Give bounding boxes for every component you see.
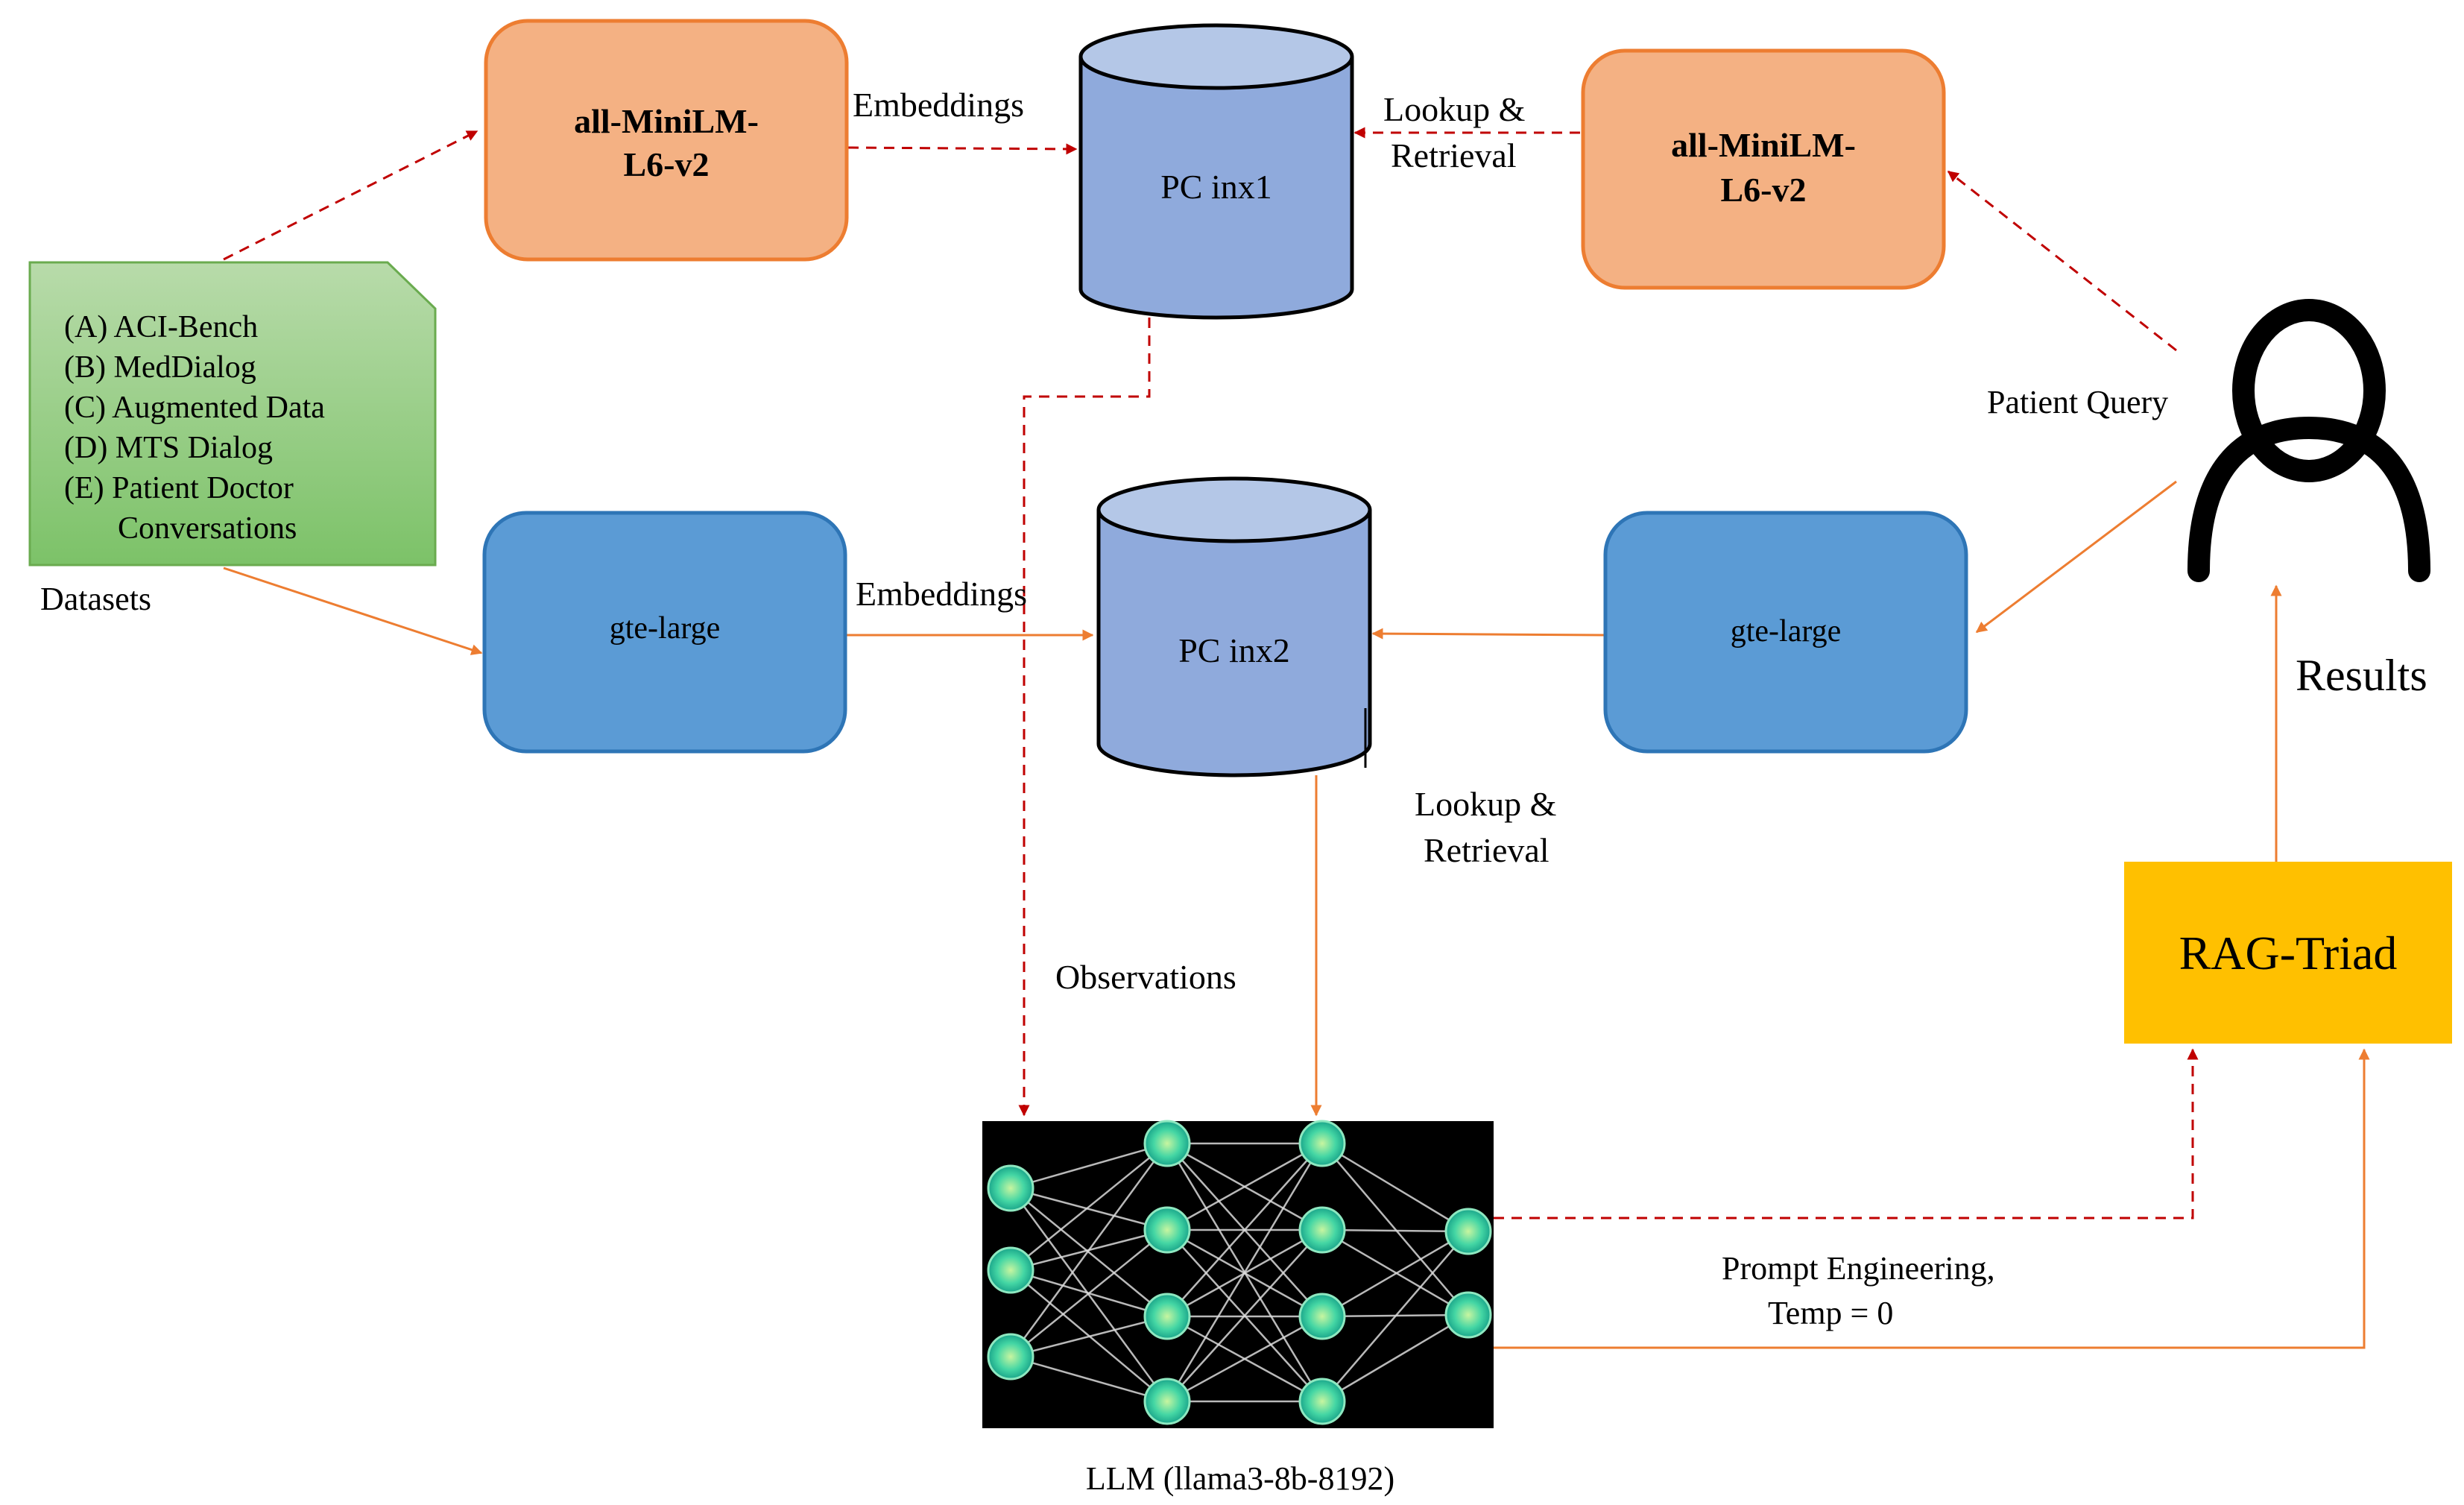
- pc-inx1-label: PC inx1: [1160, 168, 1272, 206]
- dataset-item-d: (D) MTS Dialog: [64, 431, 273, 465]
- nn-connection: [1010, 1143, 1168, 1271]
- nn-node: [987, 1164, 1034, 1212]
- nn-connection: [1321, 1143, 1469, 1316]
- dataset-item-c: (C) Augmented Data: [64, 391, 325, 425]
- arrow-gte-right-to-pc2: [1371, 628, 1605, 640]
- nn-connection: [1166, 1229, 1323, 1402]
- arrow-datasets-to-gte: [223, 567, 483, 655]
- nn-node: [1298, 1206, 1346, 1254]
- arrow-llm-to-rag: [1494, 1048, 2199, 1220]
- nn-connection: [1321, 1142, 1469, 1233]
- dataset-item-e: (E) Patient Doctor: [64, 471, 294, 505]
- datasets-caption: Datasets: [40, 581, 151, 617]
- nn-connection: [1009, 1187, 1169, 1402]
- results-label: Results: [2296, 651, 2427, 700]
- embeddings-label-top: Embeddings: [853, 86, 1024, 124]
- lookup-label-bottom-1: Lookup &: [1415, 785, 1556, 823]
- nn-node: [1298, 1120, 1346, 1167]
- nn-node: [1298, 1378, 1346, 1425]
- rag-triad-label: RAG-Triad: [2179, 927, 2398, 979]
- patient-person-icon: [2187, 299, 2430, 582]
- arrow-datasets-to-minilm: [223, 130, 478, 261]
- nn-connection: [1166, 1143, 1324, 1402]
- nn-connection: [1321, 1230, 1469, 1318]
- gte-right-label: gte-large: [1731, 614, 1841, 649]
- observations-label: Observations: [1055, 958, 1236, 996]
- nn-node: [1298, 1293, 1346, 1340]
- nn-node: [987, 1246, 1034, 1294]
- nn-connection: [1321, 1231, 1469, 1402]
- patient-query-label: Patient Query: [1987, 384, 2168, 420]
- nn-connection: [1166, 1315, 1323, 1403]
- minilm-right-line1: all-MiniLM-: [1671, 126, 1856, 164]
- arrow-llm-to-rag-orange: [1494, 1048, 2370, 1349]
- gte-left-label: gte-large: [610, 611, 720, 646]
- rag-triad-box: RAG-Triad: [2124, 862, 2452, 1044]
- temp-label: Temp = 0: [1768, 1295, 1893, 1331]
- minilm-left-line1: all-MiniLM-: [574, 102, 759, 140]
- arrow-patient-to-gte-right: [1975, 480, 2177, 634]
- arrow-patient-to-minilm-right: [1947, 170, 2177, 352]
- prompt-engineering-label: Prompt Engineering,: [1722, 1250, 1995, 1287]
- dataset-item-e-cont: Conversations: [118, 511, 297, 546]
- nn-connection: [1009, 1143, 1169, 1357]
- minilm-left-line2: L6-v2: [624, 145, 710, 183]
- nn-connection: [1010, 1315, 1168, 1358]
- embeddings-label-bottom: Embeddings: [856, 575, 1027, 613]
- gte-box-left: gte-large: [482, 511, 847, 754]
- datasets-document: (A) ACI-Bench (B) MedDialog (C) Augmente…: [28, 261, 437, 567]
- gte-box-right: gte-large: [1603, 511, 1968, 754]
- arrow-minilm-to-pc1: [847, 143, 1078, 155]
- arrow-pc1-to-llm: [1018, 318, 1151, 1117]
- nn-node: [1444, 1291, 1492, 1339]
- orange-solid-arrows: [223, 480, 2370, 1349]
- nn-connection: [1010, 1355, 1168, 1403]
- minilm-box-right: all-MiniLM- L6-v2: [1581, 48, 1946, 290]
- nn-connection: [1166, 1143, 1323, 1317]
- minilm-box-left: all-MiniLM- L6-v2: [484, 19, 849, 262]
- pc-inx1-cylinder: PC inx1: [1078, 23, 1354, 320]
- dataset-item-b: (B) MedDialog: [64, 350, 256, 385]
- nn-connection: [1010, 1142, 1168, 1190]
- nn-node: [1143, 1206, 1191, 1254]
- pc-inx2-cylinder: PC inx2: [1096, 476, 1372, 777]
- pc-inx2-label: PC inx2: [1178, 631, 1290, 669]
- llm-neural-network: [982, 1120, 1494, 1428]
- nn-node: [1143, 1293, 1191, 1340]
- nn-connection: [1010, 1187, 1168, 1317]
- minilm-right-line2: L6-v2: [1721, 171, 1807, 209]
- nn-node: [987, 1333, 1034, 1381]
- lookup-label-top-2: Retrieval: [1391, 136, 1517, 174]
- nn-connection: [1010, 1229, 1168, 1357]
- nn-connection: [1321, 1228, 1469, 1316]
- nn-connection: [1010, 1187, 1168, 1231]
- dataset-item-a: (A) ACI-Bench: [64, 310, 258, 344]
- lookup-label-top-1: Lookup &: [1383, 90, 1525, 128]
- nn-connection: [1321, 1228, 1469, 1233]
- nn-connection: [1166, 1142, 1323, 1231]
- red-dashed-arrows: [223, 127, 2199, 1220]
- nn-connection: [1321, 1313, 1469, 1403]
- nn-node: [1143, 1120, 1191, 1167]
- llm-caption: LLM (llama3-8b-8192): [1086, 1460, 1394, 1497]
- lookup-label-bottom-2: Retrieval: [1424, 831, 1550, 869]
- nn-node: [1444, 1208, 1492, 1255]
- nn-node: [1143, 1378, 1191, 1425]
